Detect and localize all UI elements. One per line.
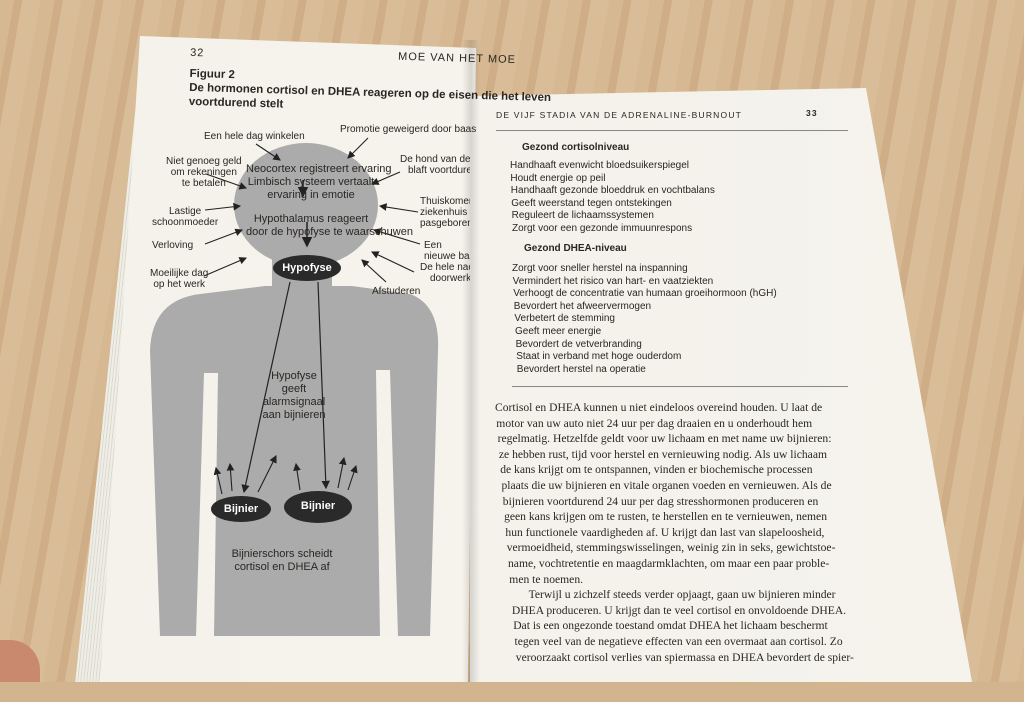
label-promotie: Promotie geweigerd door baas <box>340 124 477 135</box>
label-line: Een <box>424 240 442 251</box>
label-line: op het werk <box>153 279 206 290</box>
label-line: Thuiskomen met <box>420 196 470 207</box>
dhea-list-item: Bevordert het afweervermogen <box>513 300 652 312</box>
dhea-list-item: Bevordert herstel na operatie <box>516 363 646 375</box>
cortisol-list-item: Houdt energie op peil <box>510 172 606 184</box>
cortisol-list-item: Reguleert de lichaamssystemen <box>511 210 654 222</box>
label-verloving: Verloving <box>152 240 194 251</box>
label-werkdag: Moeilijke dag op het werk <box>150 268 208 290</box>
label-winkelen: Een hele dag winkelen <box>204 131 305 142</box>
bottom-line: Bijnierschors scheidt <box>231 548 333 560</box>
right-page-number: 33 <box>806 108 818 118</box>
body-line: plaats die uw bijnieren en vitale organe… <box>501 478 832 492</box>
label-line: De hond van de buren <box>400 154 470 165</box>
body-line: name, vochtretentie en maagdarmklachten,… <box>508 556 830 570</box>
right-running-head: DE VIJF STADIA VAN DE ADRENALINE-BURNOUT <box>496 110 743 120</box>
hypothalamus-line: Hypothalamus reageert <box>253 213 369 225</box>
top-rule <box>496 130 848 131</box>
bijnier-right-label: Bijnier <box>300 500 336 512</box>
cortisol-list-item: Handhaaft gezonde bloeddruk en vochtbala… <box>510 185 715 197</box>
body-silhouette <box>150 137 439 636</box>
body-line: ze hebben rust, tijd voor herstel en ver… <box>498 447 827 461</box>
body-line: DHEA produceren. U krijgt dan te veel co… <box>511 603 847 617</box>
label-afstuderen: Afstuderen <box>372 286 421 297</box>
body-text: Cortisol en DHEA kunnen u niet eindeloos… <box>495 400 854 665</box>
body-line: hun functionele vaardigheden af. U krijg… <box>505 525 825 539</box>
label-thuiskomen: Thuiskomen met ziekenhuis pasgeboren bab… <box>420 196 470 229</box>
signal-line: alarmsignaal <box>262 396 326 408</box>
stress-hormone-figure: Een hele dag winkelen Promotie geweigerd… <box>150 124 477 636</box>
section-title-cortisol: Gezond cortisolniveau <box>522 142 630 153</box>
body-line: Dat is een ongezonde toestand omdat DHEA… <box>513 619 828 633</box>
label-line: ziekenhuis <box>420 207 468 218</box>
label-line: De hele nacht <box>420 262 470 273</box>
label-line: Lastige <box>168 206 202 217</box>
signal-line: geeft <box>281 383 307 395</box>
hypothalamus-text: Hypothalamus reageert door de hypofyse t… <box>246 213 413 239</box>
brain-text: Neocortex registreert ervaring Limbisch … <box>246 163 392 202</box>
dhea-list-item: Verhoogt de concentratie van humaan groe… <box>513 288 777 300</box>
label-line: Niet genoeg geld <box>166 156 242 167</box>
body-line: de kans krijgt om te ontspannen, vinden … <box>500 463 813 477</box>
bottom-rule <box>512 386 848 387</box>
hypothalamus-line: door de hypofyse te waarschuwen <box>246 226 413 238</box>
label-line: te betalen <box>181 178 226 189</box>
bottom-line: cortisol en DHEA af <box>234 561 330 573</box>
label-line: blaft voortdurend <box>408 165 470 176</box>
body-line: Terwijl u zichzelf steeds verder opjaagt… <box>528 588 836 602</box>
hypofyse-label: Hypofyse <box>282 262 332 274</box>
brain-line: Neocortex registreert ervaring <box>246 163 392 175</box>
cortisol-list-item: Handhaaft evenwicht bloedsuikerspiegel <box>510 160 690 171</box>
label-line: doorwerken <box>430 273 470 284</box>
label-line: pasgeboren baby <box>420 218 470 229</box>
cortisol-list-item: Zorgt voor een gezonde immuunrespons <box>512 222 693 234</box>
label-hond: De hond van de buren blaft voortdurend <box>400 154 470 176</box>
body-line: tegen veel van de negatieve effecten van… <box>514 634 843 648</box>
body-line: motor van uw auto niet 24 uur per dag dr… <box>496 416 813 430</box>
signal-line: Hypofyse <box>271 370 317 382</box>
label-geld: Niet genoeg geld om rekeningen te betale… <box>166 156 242 189</box>
brain-line: ervaring in emotie <box>267 189 355 201</box>
bottom-text: Bijnierschors scheidt cortisol en DHEA a… <box>222 548 342 574</box>
label-nacht: De hele nacht doorwerken <box>420 262 470 284</box>
body-line: geen kans krijgen om te rusten, te herst… <box>504 510 827 524</box>
body-line: men te noemen. <box>509 572 584 586</box>
cortisol-list-item: Geeft weerstand tegen ontstekingen <box>511 197 672 209</box>
bijnier-left-label: Bijnier <box>223 503 259 515</box>
right-page-content: DE VIJF STADIA VAN DE ADRENALINE-BURNOUT… <box>495 108 854 665</box>
dhea-list-item: Vermindert het risico van hart- en vaatz… <box>512 275 714 287</box>
label-schoonmoeder: Lastige schoonmoeder <box>152 206 218 228</box>
body-line: Cortisol en DHEA kunnen u niet eindeloos… <box>495 401 823 414</box>
body-line: veroorzaakt cortisol verlies van spierma… <box>515 650 854 664</box>
signal-line: aan bijnieren <box>262 409 326 421</box>
body-line: regelmatig. Hetzelfde geldt voor uw lich… <box>497 432 832 446</box>
label-line: om rekeningen <box>170 167 237 178</box>
dhea-list-item: Staat in verband met hoge ouderdom <box>516 351 682 363</box>
signal-text: Hypofyse geeft alarmsignaal aan bijniere… <box>262 370 326 422</box>
dhea-list: Zorgt voor sneller herstel na inspanning… <box>512 263 777 376</box>
label-line: schoonmoeder <box>152 217 219 228</box>
dhea-list-item: Zorgt voor sneller herstel na inspanning <box>512 263 688 274</box>
dhea-list-item: Geeft meer energie <box>515 325 602 337</box>
label-line: nieuwe baan <box>424 251 470 262</box>
book-gutter <box>462 40 480 682</box>
dhea-list-item: Verbetert de stemming <box>514 313 615 325</box>
brain-line: Limbisch systeem vertaalt <box>247 176 375 188</box>
section-title-dhea: Gezond DHEA-niveau <box>524 243 627 254</box>
body-line: vermoeidheid, stemmingswisselingen, wein… <box>506 541 836 555</box>
dhea-list-item: Bevordert de vetverbranding <box>515 338 642 350</box>
body-line: bijnieren voortdurend 24 uur per dag str… <box>502 494 819 508</box>
label-nieuwe-baan: Een nieuwe baan <box>424 240 470 262</box>
label-line: Moeilijke dag <box>150 268 209 279</box>
